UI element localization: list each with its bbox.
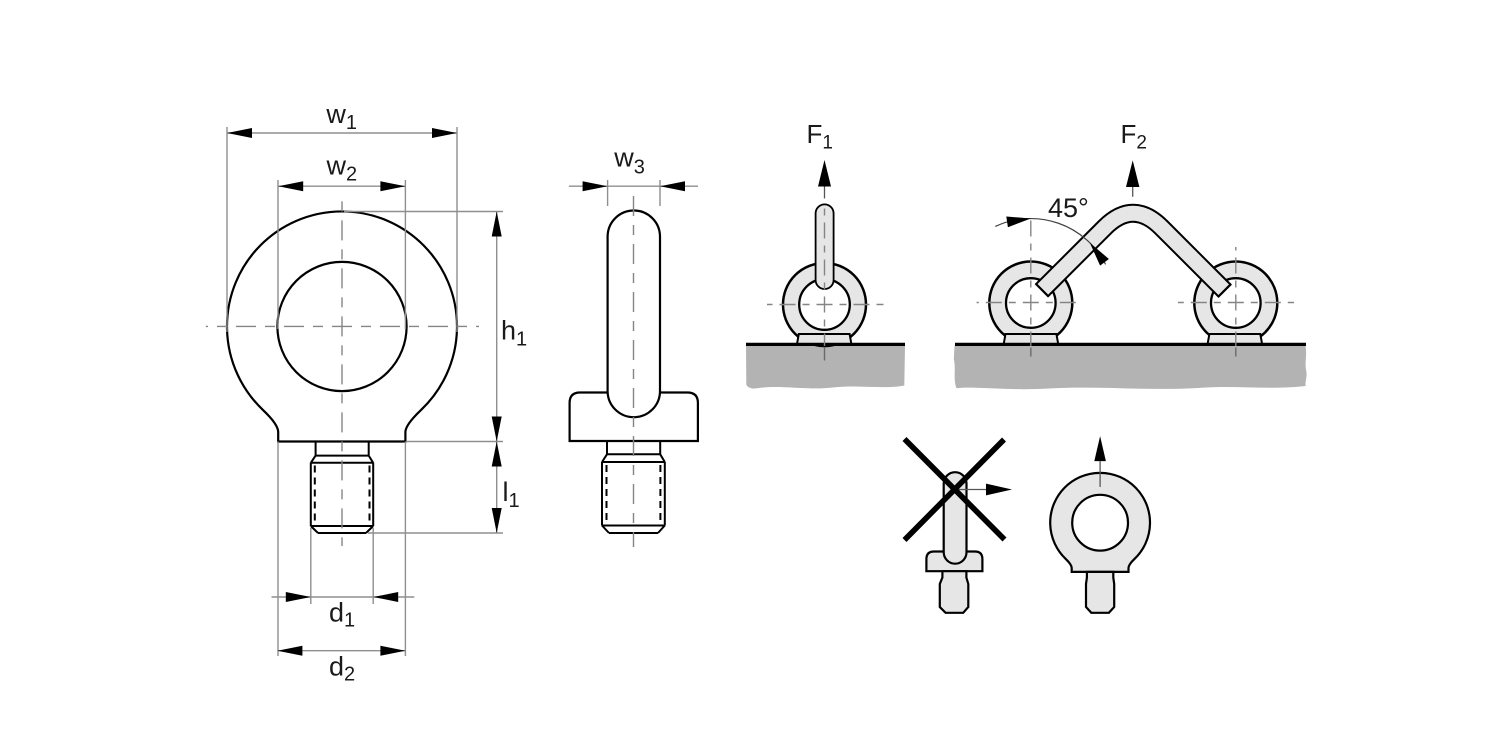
svg-text:F1: F1 [807,119,833,154]
svg-text:45°: 45° [1048,193,1089,223]
svg-text:h1: h1 [501,315,527,350]
svg-text:d1: d1 [329,598,355,632]
svg-text:d2: d2 [329,651,355,685]
svg-text:w2: w2 [326,151,358,186]
svg-text:w3: w3 [613,142,645,178]
svg-text:l1: l1 [503,477,520,512]
svg-text:w1: w1 [325,99,357,134]
svg-text:F2: F2 [1121,119,1147,154]
